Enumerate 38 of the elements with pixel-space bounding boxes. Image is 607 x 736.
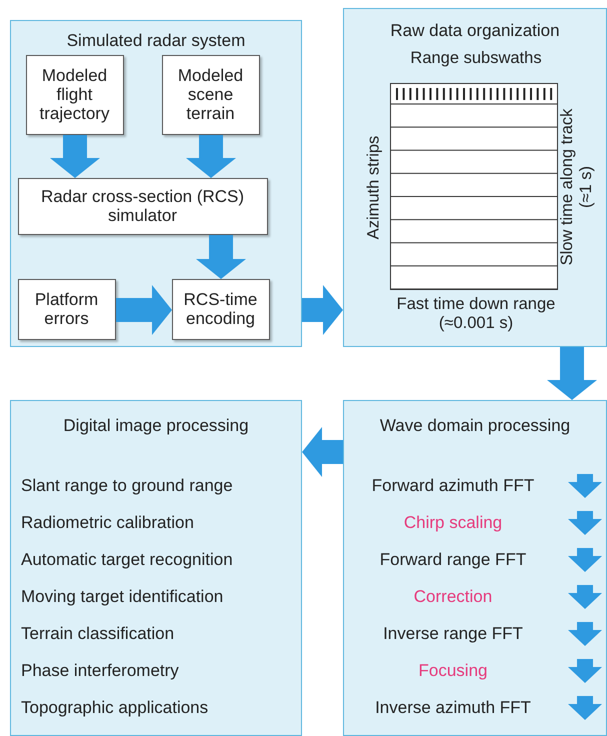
panel: [343, 400, 607, 736]
process-box: Modeled scene terrain: [162, 54, 260, 134]
processing-step: Forward azimuth FFT: [344, 476, 562, 496]
list-item: Phase interferometry: [21, 661, 179, 681]
list-item: Terrain classification: [21, 624, 174, 644]
processing-step: Forward range FFT: [344, 550, 562, 570]
arrow: [50, 135, 100, 178]
list-item: Moving target identification: [21, 587, 224, 607]
arrow: [116, 285, 172, 335]
panel-title: Raw data organization: [389, 21, 561, 41]
processing-step: Focusing: [344, 661, 562, 681]
arrow: [547, 347, 597, 400]
panel: [343, 8, 607, 347]
list-item: Radiometric calibration: [21, 513, 194, 533]
process-box: RCS-time encoding: [172, 278, 270, 340]
arrow: [302, 285, 343, 335]
process-box: Modeled flight trajectory: [26, 54, 124, 134]
processing-step: Correction: [344, 587, 562, 607]
panel: [10, 20, 302, 347]
arrow: [196, 235, 246, 279]
process-box: Radar cross-section (RCS) simulator: [18, 178, 268, 234]
panel-title: Digital image processing: [62, 416, 250, 436]
processing-step: Chirp scaling: [344, 513, 562, 533]
processing-step: Inverse azimuth FFT: [344, 698, 562, 718]
axis-label: Azimuth strips: [364, 134, 384, 242]
panel-title: Simulated radar system: [66, 31, 246, 51]
panel: [10, 400, 302, 736]
axis-label: Range subswaths: [409, 48, 543, 68]
arrow: [302, 427, 343, 477]
process-box: Platform errors: [18, 278, 116, 340]
panel-title: Wave domain processing: [378, 416, 572, 436]
axis-label: Fast time down range (≈0.001 s): [396, 295, 556, 333]
list-item: Topographic applications: [21, 698, 208, 718]
axis-label: Slow time along track (≈1 s): [558, 108, 596, 268]
arrow: [186, 135, 236, 178]
list-item: Automatic target recognition: [21, 550, 233, 570]
list-item: Slant range to ground range: [21, 476, 233, 496]
processing-step: Inverse range FFT: [344, 624, 562, 644]
